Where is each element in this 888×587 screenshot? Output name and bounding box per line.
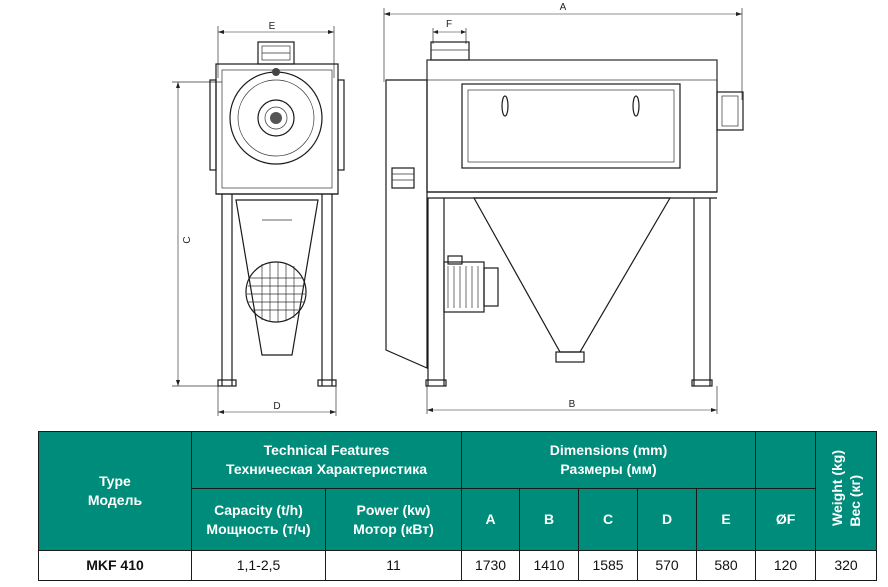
cell-d: 570 xyxy=(637,549,698,582)
power-header-en: Power (kw) xyxy=(356,501,431,518)
dimensions-ru: Размеры (мм) xyxy=(560,461,657,478)
dim-header-d: D xyxy=(637,488,698,551)
tech-features-ru: Техническая Характеристика xyxy=(226,461,427,478)
cell-e: 580 xyxy=(696,549,757,582)
capacity-header-en: Capacity (t/h) xyxy=(214,501,303,518)
side-view: A F B xyxy=(383,2,744,414)
table-row: MKF 410 1,1-2,5 11 1730 1410 1585 570 58… xyxy=(38,549,878,582)
dimensions-header: Dimensions (mm) Размеры (мм) xyxy=(461,430,757,490)
cell-model: MKF 410 xyxy=(38,549,192,582)
weight-header-ru: Вес (кг) xyxy=(847,474,864,527)
tech-features-header: Technical Features Техническая Характери… xyxy=(190,430,463,490)
spec-table: Type Модель Technical Features Техническ… xyxy=(38,430,878,582)
dim-label-d: D xyxy=(273,401,280,412)
power-header: Power (kw) Мотор (кВт) xyxy=(324,488,463,551)
dim-header-c: C xyxy=(578,488,639,551)
dim-label-e: E xyxy=(269,21,276,32)
type-header-ru: Модель xyxy=(87,491,143,508)
cell-power: 11 xyxy=(324,549,463,582)
weight-header: Weight (kg)Вес (кг) xyxy=(815,431,878,551)
dim-label-b: B xyxy=(569,399,576,410)
dim-label-c: C xyxy=(182,236,193,243)
type-header-en: Type xyxy=(99,472,131,489)
dim-header-f: ØF xyxy=(755,488,817,551)
dimensions-en: Dimensions (mm) xyxy=(549,442,668,459)
cell-a: 1730 xyxy=(461,549,521,582)
dim-header-b: B xyxy=(519,488,580,551)
dim-header-a: A xyxy=(461,488,521,551)
dim-label-a: A xyxy=(560,2,567,13)
weight-header-en: Weight (kg) xyxy=(829,450,846,527)
dim-header-e: E xyxy=(696,488,757,551)
capacity-header: Capacity (t/h) Мощность (т/ч) xyxy=(191,488,326,551)
cell-f: 120 xyxy=(755,549,817,582)
cell-b: 1410 xyxy=(519,549,580,582)
power-header-ru: Мотор (кВт) xyxy=(353,520,434,537)
type-header: Type Модель xyxy=(38,431,192,551)
capacity-header-ru: Мощность (т/ч) xyxy=(206,520,311,537)
cell-weight: 320 xyxy=(815,549,878,582)
dim-label-f: F xyxy=(446,19,452,30)
f-header-top xyxy=(755,430,817,490)
tech-features-en: Technical Features xyxy=(263,442,390,459)
cell-capacity: 1,1-2,5 xyxy=(191,549,326,582)
front-view: E C D xyxy=(172,21,345,416)
technical-drawing: E C D xyxy=(172,2,744,416)
cell-c: 1585 xyxy=(578,549,639,582)
